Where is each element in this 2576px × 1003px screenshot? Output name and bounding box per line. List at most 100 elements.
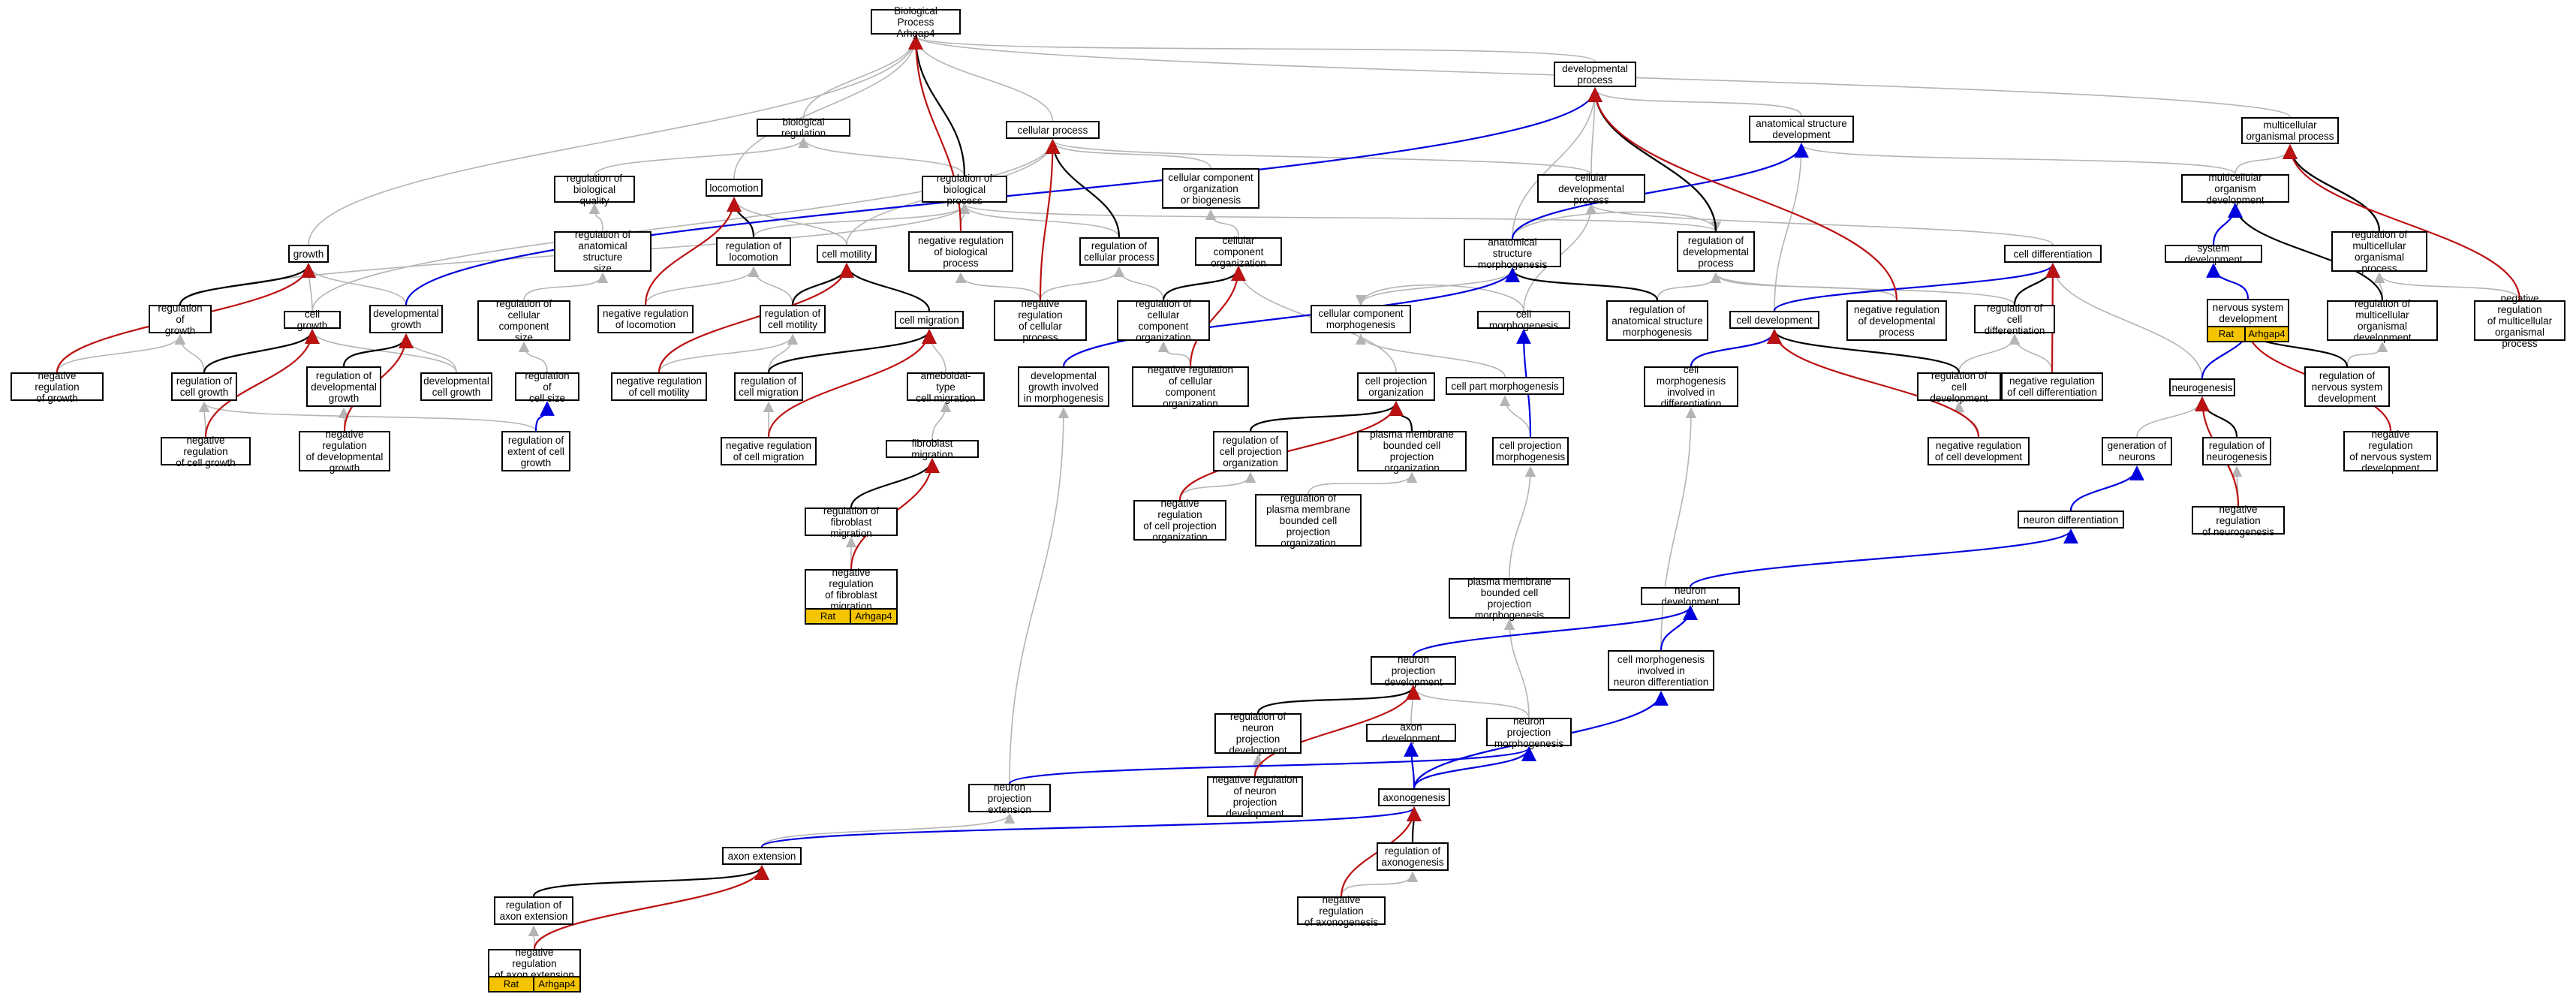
node-cell-morphogenesis-involved-in-differentiation[interactable]: cell morphogenesis involved in different…	[1644, 364, 1738, 409]
node-regulation-of-cellular-component-organization[interactable]: regulation of cellular component organiz…	[1117, 298, 1210, 343]
node-multicellular-organism-development[interactable]: multicellular organism development	[2181, 172, 2289, 206]
node-growth[interactable]: growth	[288, 245, 329, 263]
node-regulation-of-cell-projection-organization[interactable]: regulation of cell projection organizati…	[1213, 431, 1288, 471]
node-regulation-of-locomotion[interactable]: regulation of locomotion	[716, 237, 791, 266]
node-regulation-of-cell-growth[interactable]: regulation of cell growth	[171, 372, 237, 401]
edge-part-of	[2283, 144, 2381, 232]
node-cell-growth[interactable]: cell growth	[284, 309, 341, 331]
node-generation-of-neurons[interactable]: generation of neurons	[2102, 437, 2172, 465]
edge-is-a	[2346, 341, 2388, 367]
node-regulation-of-plasma-membrane-bounded-cell-projection-organization[interactable]: regulation of plasma membrane bounded ce…	[1255, 492, 1362, 549]
node-ameboidal-type-cell-migration[interactable]: ameboidal-type cell migration	[907, 370, 985, 404]
node-regulation-of-cell-migration[interactable]: regulation of cell migration	[734, 372, 803, 401]
node-negative-regulation-of-axon-extension[interactable]: negative regulation of axon extension	[488, 947, 581, 980]
node-negative-regulation-of-fibroblast-migration[interactable]: negative regulation of fibroblast migrat…	[805, 567, 898, 612]
node-negative-regulation-of-multicellular-organismal-process[interactable]: negative regulation of multicellular org…	[2474, 293, 2565, 349]
node-anatomical-structure-development[interactable]: anatomical structure development	[1749, 116, 1854, 143]
node-plasma-membrane-bounded-cell-projection-morphogenesis[interactable]: plasma membrane bounded cell projection …	[1449, 576, 1570, 621]
node-cellular-component-organization[interactable]: cellular component organization	[1195, 235, 1282, 269]
node-regulation-of-anatomical-structure-morphogenesis[interactable]: regulation of anatomical structure morph…	[1606, 300, 1708, 341]
edge-negatively-regulates	[1189, 266, 1246, 367]
node-regulation-of-cell-motility[interactable]: regulation of cell motility	[760, 305, 826, 333]
node-negative-regulation-of-nervous-system-development[interactable]: negative regulation of nervous system de…	[2343, 429, 2438, 474]
node-cell-development[interactable]: cell development	[1729, 311, 1819, 329]
node-axonogenesis[interactable]: axonogenesis	[1378, 788, 1450, 806]
node-regulation-of-developmental-process[interactable]: regulation of developmental process	[1677, 231, 1755, 272]
node-cell-morphogenesis-involved-in-neuron-differentiation[interactable]: cell morphogenesis involved in neuron di…	[1608, 650, 1714, 691]
node-cell-differentiation[interactable]: cell differentiation	[2004, 245, 2102, 263]
node-negative-regulation-of-locomotion[interactable]: negative regulation of locomotion	[597, 305, 694, 333]
node-plasma-membrane-bounded-cell-projection-organization[interactable]: plasma membrane bounded cell projection …	[1357, 429, 1467, 474]
node-regulation-of-neurogenesis[interactable]: regulation of neurogenesis	[2202, 437, 2271, 465]
node-locomotion[interactable]: locomotion	[706, 179, 763, 197]
node-developmental-growth[interactable]: developmental growth	[369, 305, 443, 333]
node-fibroblast-migration[interactable]: fibroblast migration	[886, 438, 979, 460]
edge-negatively-regulates	[2283, 144, 2521, 301]
node-axon-development[interactable]: axon development	[1366, 721, 1456, 744]
node-regulation-of-biological-quality[interactable]: regulation of biological quality	[554, 173, 635, 206]
node-regulation-of-biological-process[interactable]: regulation of biological process	[922, 173, 1007, 206]
node-negative-regulation-of-neuron-projection-development[interactable]: negative regulation of neuron projection…	[1207, 774, 1303, 819]
node-regulation-of-growth[interactable]: regulation of growth	[149, 303, 212, 336]
node-neurogenesis[interactable]: neurogenesis	[2169, 378, 2235, 396]
node-multicellular-organismal-process[interactable]: multicellular organismal process	[2241, 117, 2339, 144]
node-regulation-of-multicellular-organismal-development[interactable]: regulation of multicellular organismal d…	[2327, 298, 2438, 343]
node-developmental-process[interactable]: developmental process	[1554, 62, 1636, 87]
node-cell-migration[interactable]: cell migration	[895, 311, 964, 329]
node-regulation-of-fibroblast-migration[interactable]: regulation of fibroblast migration	[805, 505, 898, 539]
node-negative-regulation-of-cell-motility[interactable]: negative regulation of cell motility	[611, 372, 707, 401]
node-cell-part-morphogenesis[interactable]: cell part morphogenesis	[1446, 377, 1564, 395]
node-neuron-projection-extension[interactable]: neuron projection extension	[968, 782, 1051, 815]
node-regulation-of-multicellular-organismal-process[interactable]: regulation of multicellular organismal p…	[2331, 229, 2427, 274]
node-regulation-of-cellular-component-size[interactable]: regulation of cellular component size	[477, 298, 570, 343]
node-negative-regulation-of-cell-differentiation[interactable]: negative regulation of cell differentiat…	[2001, 372, 2103, 401]
node-regulation-of-cell-differentiation[interactable]: regulation of cell differentiation	[1974, 303, 2055, 336]
node-negative-regulation-of-cellular-process[interactable]: negative regulation of cellular process	[994, 298, 1087, 343]
node-negative-regulation-of-cell-growth[interactable]: negative regulation of cell growth	[161, 435, 251, 468]
node-neuron-projection-morphogenesis[interactable]: neuron projection morphogenesis	[1486, 715, 1572, 749]
node-developmental-growth-involved-in-morphogenesis[interactable]: developmental growth involved in morphog…	[1018, 366, 1109, 407]
node-negative-regulation-of-cellular-component-organization[interactable]: negative regulation of cellular componen…	[1132, 364, 1249, 409]
node-biological-regulation[interactable]: biological regulation	[757, 116, 850, 139]
node-cell-projection-morphogenesis[interactable]: cell projection morphogenesis	[1492, 437, 1569, 465]
node-regulation-of-cellular-process[interactable]: regulation of cellular process	[1079, 237, 1159, 266]
node-developmental-cell-growth[interactable]: developmental cell growth	[420, 372, 492, 401]
node-regulation-of-axonogenesis[interactable]: regulation of axonogenesis	[1377, 842, 1449, 871]
node-anatomical-structure-morphogenesis[interactable]: anatomical structure morphogenesis	[1464, 236, 1561, 270]
node-regulation-of-cell-size[interactable]: regulation of cell size	[515, 370, 579, 404]
node-cell-morphogenesis[interactable]: cell morphogenesis	[1477, 309, 1570, 331]
node-biological-process[interactable]: Biological Process Arhgap4	[871, 5, 961, 39]
edge-negatively-regulates	[1587, 87, 1898, 301]
node-cellular-process[interactable]: cellular process	[1006, 121, 1100, 139]
node-neuron-development[interactable]: neuron development	[1641, 585, 1740, 607]
node-negative-regulation-of-developmental-process[interactable]: negative regulation of developmental pro…	[1846, 300, 1947, 341]
node-regulation-of-anatomical-structure-size[interactable]: regulation of anatomical structure size	[554, 229, 652, 274]
node-negative-regulation-of-cell-projection-organization[interactable]: negative regulation of cell projection o…	[1133, 498, 1226, 543]
node-cellular-component-organization-or-biogenesis[interactable]: cellular component organization or bioge…	[1162, 168, 1259, 209]
annotation-gene-tag: Arhgap4	[2244, 326, 2289, 342]
node-system-development[interactable]: system development	[2165, 242, 2262, 265]
node-negative-regulation-of-cell-migration[interactable]: negative regulation of cell migration	[721, 437, 817, 465]
node-cell-projection-organization[interactable]: cell projection organization	[1357, 372, 1435, 401]
node-regulation-of-developmental-growth[interactable]: regulation of developmental growth	[306, 366, 381, 407]
node-negative-regulation-of-biological-process[interactable]: negative regulation of biological proces…	[908, 231, 1013, 272]
annotation-gene-tag: Arhgap4	[850, 608, 898, 625]
node-regulation-of-cell-development[interactable]: regulation of cell development	[1917, 370, 2001, 404]
node-regulation-of-axon-extension[interactable]: regulation of axon extension	[494, 896, 573, 925]
node-cellular-developmental-process[interactable]: cellular developmental process	[1537, 172, 1645, 206]
node-neuron-differentiation[interactable]: neuron differentiation	[2018, 511, 2124, 529]
node-axon-extension[interactable]: axon extension	[722, 847, 802, 865]
node-regulation-of-neuron-projection-development[interactable]: regulation of neuron projection developm…	[1214, 711, 1302, 756]
node-regulation-of-extent-of-cell-growth[interactable]: regulation of extent of cell growth	[501, 431, 570, 471]
node-negative-regulation-of-axonogenesis[interactable]: negative regulation of axonogenesis	[1297, 894, 1386, 928]
node-negative-regulation-of-growth[interactable]: negative regulation of growth	[11, 370, 104, 404]
node-negative-regulation-of-neurogenesis[interactable]: negative regulation of neurogenesis	[2192, 504, 2285, 538]
node-nervous-system-development[interactable]: nervous system development	[2207, 299, 2289, 327]
node-cellular-component-morphogenesis[interactable]: cellular component morphogenesis	[1311, 305, 1411, 333]
node-negative-regulation-of-developmental-growth[interactable]: negative regulation of developmental gro…	[299, 429, 390, 474]
node-regulation-of-nervous-system-development[interactable]: regulation of nervous system development	[2304, 366, 2390, 407]
node-neuron-projection-development[interactable]: neuron projection development	[1371, 654, 1456, 688]
node-cell-motility[interactable]: cell motility	[817, 245, 877, 263]
node-negative-regulation-of-cell-development[interactable]: negative regulation of cell development	[1927, 437, 2030, 465]
edge-positively-regulates	[1404, 742, 1419, 789]
